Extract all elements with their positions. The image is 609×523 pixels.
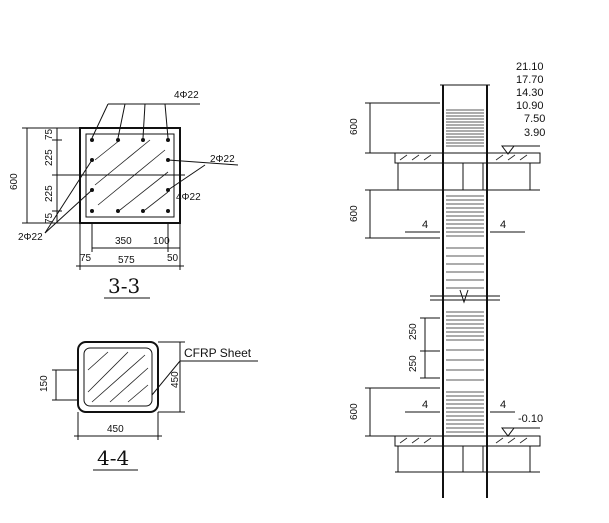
dim-450-h: 450 <box>107 424 124 435</box>
dim-600-bot-text: 600 <box>349 403 360 420</box>
core-hatch-4-4 <box>87 351 149 403</box>
rebar-label-right: 2Φ22 <box>210 154 235 165</box>
column-4-4-outline <box>77 341 159 413</box>
dim-250-a-text: 250 <box>408 323 419 340</box>
dim-225-a: 225 <box>44 149 55 166</box>
dim-75-bot: 75 <box>44 212 55 224</box>
section-4-4: CFRP Sheet 150 450 450 4-4 <box>39 341 258 471</box>
dim-75-top: 75 <box>44 128 55 140</box>
section-mark-4-ul: 4 <box>422 219 428 231</box>
dim-600-3-3: 600 <box>9 173 20 190</box>
dim-100: 100 <box>153 236 170 247</box>
dim-600-top-text: 600 <box>349 118 360 135</box>
dims-horizontal-3-3 <box>76 223 184 270</box>
beam-lower <box>394 435 541 473</box>
dim-50: 50 <box>167 253 179 264</box>
section-3-3: 4Φ22 2Φ22 4Φ22 2Φ22 600 75 225 225 75 <box>9 90 239 299</box>
dim-150: 150 <box>39 375 50 392</box>
beam-upper <box>394 152 541 191</box>
section-title-4-4: 4-4 <box>97 446 129 470</box>
dim-600-mid <box>365 189 440 239</box>
dim-75-h: 75 <box>80 253 92 264</box>
level-labels: 21.10 17.70 14.30 10.90 7.50 3.90 <box>516 61 545 139</box>
rebar-label-left-low: 2Φ22 <box>18 232 43 243</box>
section-mark-4-lr: 4 <box>500 399 506 411</box>
level-3-90: 3.90 <box>524 127 545 139</box>
section-title-3-3: 3-3 <box>108 274 140 298</box>
leaders-top-3-3 <box>91 103 200 139</box>
core-hatch-3-3 <box>94 139 169 211</box>
dim-225-b: 225 <box>44 185 55 202</box>
dim-600-bot <box>365 387 440 437</box>
dim-600-top <box>365 102 440 154</box>
dim-250-b-text: 250 <box>408 355 419 372</box>
dim-450-v: 450 <box>170 371 181 388</box>
stirrup-zone-middle <box>446 195 484 289</box>
cfrp-wrap <box>83 347 153 407</box>
section-mark-4-ll: 4 <box>422 399 428 411</box>
section-mark-4-ur: 4 <box>500 219 506 231</box>
level-10-90: 10.90 <box>516 100 544 112</box>
level-17-70: 17.70 <box>516 74 544 86</box>
rebar-label-right-low: 4Φ22 <box>176 192 201 203</box>
level-14-30: 14.30 <box>516 87 544 99</box>
dim-250-group <box>420 317 440 379</box>
dim-575: 575 <box>118 255 135 266</box>
dims-vertical-3-3 <box>22 127 80 224</box>
dim-350: 350 <box>115 236 132 247</box>
column-elevation: 21.10 17.70 14.30 10.90 7.50 3.90 <box>349 61 545 498</box>
rebar-label-top: 4Φ22 <box>174 90 199 101</box>
stirrup-zone-lower <box>446 311 484 433</box>
level-7-50: 7.50 <box>524 113 545 125</box>
stirrup-zone-upper <box>446 109 484 147</box>
level-21-10: 21.10 <box>516 61 544 73</box>
cfrp-label: CFRP Sheet <box>184 346 252 360</box>
dim-600-mid-text: 600 <box>349 205 360 222</box>
level-minus-0-10: -0.10 <box>518 413 543 425</box>
